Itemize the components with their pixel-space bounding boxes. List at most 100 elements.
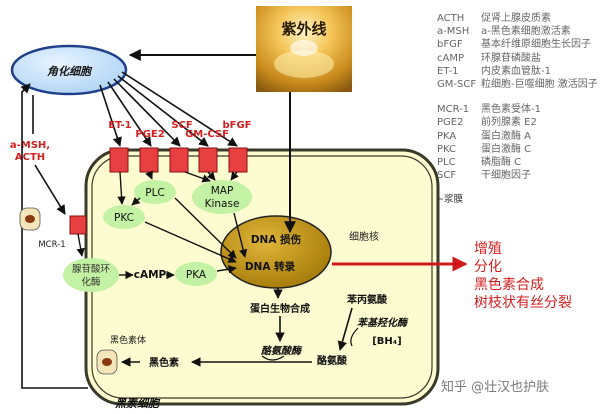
gmcsf-to-map-arrow xyxy=(206,171,216,181)
pkc-label: PKC xyxy=(114,212,134,224)
plc-to-pkc-arrow xyxy=(131,196,141,206)
scf-to-map-arrow xyxy=(184,171,211,183)
nucleus-label: 细胞核 xyxy=(349,230,379,243)
outcome-item: 黑色素合成 xyxy=(474,277,544,293)
melanosome-icon-inside xyxy=(96,349,118,375)
receptor-gmcsf xyxy=(198,147,218,173)
factor-amsh-label: a-MSH, xyxy=(10,140,50,151)
map-kinase-label-1: MAP xyxy=(211,185,234,197)
legend-row: ACTH 促肾上腺皮质素 xyxy=(437,12,597,25)
legend-abbr: PKA xyxy=(437,130,457,142)
receptor-pge2 xyxy=(139,147,159,173)
legend-desc: 前列腺素 E2 xyxy=(481,117,537,129)
legend-abbr: GM-SCF xyxy=(437,79,477,91)
outcome-item: 增殖 xyxy=(474,241,502,257)
legend-row: cAMP 环腺苷磷酸盐 xyxy=(437,52,597,65)
fan-arrow-et1 xyxy=(99,84,122,147)
hydroxylase-curve xyxy=(350,327,359,347)
legend-abbr: PGE2 xyxy=(437,117,464,129)
legend-abbr: SCF xyxy=(437,170,457,182)
et1-to-pkc-arrow xyxy=(117,171,126,205)
legend-desc: 黑色素受体-1 xyxy=(481,104,541,116)
legend-desc: 磷脂酶 C xyxy=(481,157,522,169)
uv-sunlight-image xyxy=(256,6,352,92)
legend-desc: 蛋白激酶 C xyxy=(481,143,532,155)
melanin-label: 黑色素 xyxy=(149,356,179,369)
fan-arrow-scf xyxy=(113,78,181,147)
pkc-node xyxy=(103,205,145,229)
plc-node xyxy=(134,180,176,204)
fan-arrow-bfgf xyxy=(121,71,238,147)
legend-abbr: cAMP xyxy=(437,52,464,64)
map-kinase-label-2: Kinase xyxy=(205,198,240,210)
pka-node xyxy=(175,262,217,286)
map-to-dna-arrow xyxy=(233,212,248,258)
legend-desc: 促肾上腺皮质素 xyxy=(481,13,551,24)
factor-acth-label: ACTH xyxy=(15,152,45,163)
legend-desc: 干细胞因子 xyxy=(481,170,531,182)
adenylate-cyclase-node xyxy=(63,258,119,292)
legend-abbr: MCR-1 xyxy=(437,104,470,116)
legend-abbr: PLC xyxy=(437,157,456,169)
adenylate-label-1: 腺苷酸环 xyxy=(72,263,110,275)
legend-abbr: ACTH xyxy=(437,13,465,24)
legend-row: PGE2 前列腺素 E2 xyxy=(437,116,597,129)
membrane-label: 浆膜 xyxy=(444,193,464,205)
tyrosine-label: 酪氨酸 xyxy=(317,354,348,367)
plc-to-dna-arrow xyxy=(174,197,237,259)
pka-label: PKA xyxy=(186,269,207,281)
watermark: 知乎 @壮汉也护肤 xyxy=(441,380,550,395)
phenylalanine-to-tyrosine-arrow xyxy=(337,307,353,351)
receptor-mcr1 xyxy=(69,215,87,235)
legend-abbr: ET-1 xyxy=(437,65,459,77)
protein-synthesis-label: 蛋白生物合成 xyxy=(250,302,310,315)
legend-row: MCR-1 黑色素受体-1 xyxy=(437,103,597,116)
feedback-arrow xyxy=(20,83,88,389)
legend-desc: 基本纤维原细胞生长因子 xyxy=(481,39,591,51)
outcomes-list: 增殖 分化 黑色素合成 树枝状有丝分裂 xyxy=(474,240,572,312)
melanosome-label: 黑色素体 xyxy=(110,334,146,346)
dna-damage-label: DNA 损伤 xyxy=(251,233,301,246)
receptor-et1 xyxy=(109,147,129,173)
keratinocyte-cell xyxy=(10,44,128,96)
legend-desc: 环腺苷磷酸盐 xyxy=(481,52,541,64)
phenylalanine-label: 苯丙氨酸 xyxy=(346,293,388,306)
nucleus xyxy=(220,215,332,289)
fan-arrow-pge2 xyxy=(107,81,152,147)
bfgf-to-map-arrow xyxy=(230,171,239,181)
adenylate-label-2: 化酶 xyxy=(81,276,101,288)
pge2-to-plc-arrow xyxy=(145,170,153,180)
keratinocyte-label: 角化细胞 xyxy=(47,65,93,78)
legend-row: PKA 蛋白激酶 A xyxy=(437,130,597,143)
melanocyte-label: 黑素细胞 xyxy=(115,397,161,410)
legend-row: PKC 蛋白激酶 C xyxy=(437,143,597,156)
map-kinase-node xyxy=(192,180,252,214)
receptor-scf xyxy=(169,147,189,173)
melanosome-icon-outside xyxy=(19,207,41,231)
factor-pge2-label: PGE2 xyxy=(135,129,164,140)
legend-desc: 蛋白激酶 A xyxy=(481,130,532,142)
legend-row: GM-SCF 粒细胞-巨噬细胞 激活因子 xyxy=(437,78,598,91)
tyrosinase-curve xyxy=(261,355,285,361)
pka-to-dna-arrow xyxy=(216,265,237,274)
legend-row: PLC 磷脂酶 C xyxy=(437,156,597,169)
camp-label: cAMP xyxy=(134,269,167,281)
mcr1-to-adenylate-arrow xyxy=(76,233,85,257)
bh4-label: [BH₄] xyxy=(372,336,402,347)
outcome-item: 分化 xyxy=(474,259,502,275)
factor-gmcsf-label: GM-CSF xyxy=(185,129,229,140)
dna-transcription-label: DNA 转录 xyxy=(245,260,296,273)
receptor-bfgf xyxy=(228,147,248,173)
fan-arrow-gmcsf xyxy=(117,75,209,147)
legend-desc: 粒细胞-巨噬细胞 激活因子 xyxy=(481,79,598,91)
legend-desc: 内皮素血管肽-1 xyxy=(481,65,551,77)
legend-row: SCF 干细胞因子 xyxy=(437,169,597,182)
phenylalanine-hydroxylase-label: 苯基羟化酶 xyxy=(357,317,409,329)
factor-scf-label: SCF xyxy=(171,120,192,131)
factor-bfgf-label: bFGF xyxy=(222,120,251,131)
legend-abbr: PKC xyxy=(437,143,457,155)
